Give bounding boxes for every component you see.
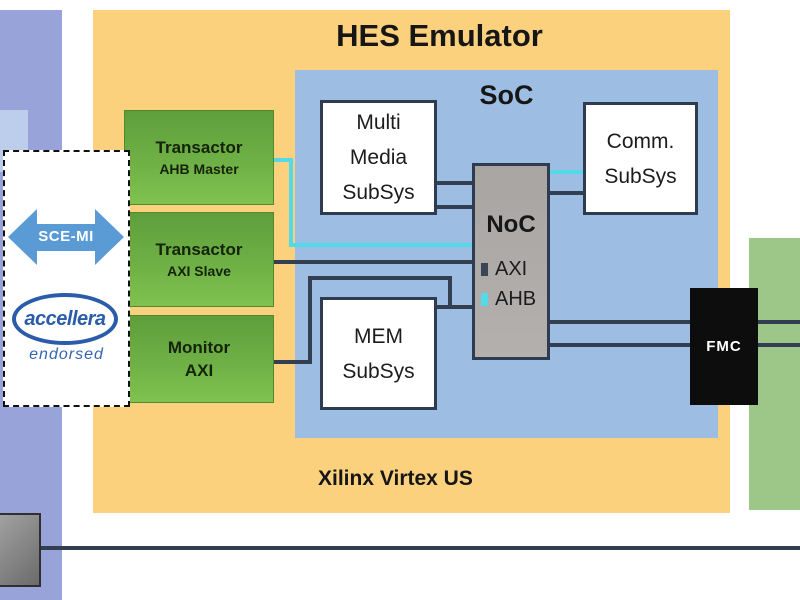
monitor-axi-box: Monitor AXI <box>124 315 274 403</box>
wire-noc-fmc-2 <box>550 343 690 347</box>
axi-marker-icon <box>481 263 488 276</box>
wire-ahb-master-h1 <box>274 158 293 162</box>
mem-subsys-box: MEM SubSys <box>320 297 437 410</box>
fpga-label: Xilinx Virtex US <box>318 467 473 490</box>
emulator-title: HES Emulator <box>336 18 543 53</box>
monitor-axi-line1: Monitor <box>167 337 231 357</box>
wire-mem-noc <box>437 305 472 309</box>
ahb-marker-icon <box>481 293 488 306</box>
wire-multimedia-noc-2 <box>437 205 472 209</box>
wire-multimedia-noc-1 <box>437 181 472 185</box>
host-connector-box <box>0 513 41 587</box>
noc-box: NoC AXI AHB <box>472 163 550 360</box>
wire-monitor-h2 <box>308 276 452 280</box>
noc-legend-ahb: AHB <box>481 288 536 311</box>
accellera-logo-text: accellera <box>24 307 106 330</box>
transactor-axi-slave-line1: Transactor <box>155 240 243 259</box>
mem-line2: SubSys <box>342 359 415 383</box>
multimedia-line1: Multi <box>356 111 401 134</box>
accellera-endorsed-text: endorsed <box>29 346 104 363</box>
transactor-ahb-master-line2: AHB Master <box>159 161 239 177</box>
transactor-ahb-master-box: Transactor AHB Master <box>124 110 274 205</box>
wire-fmc-out-1 <box>758 320 800 324</box>
fmc-label: FMC <box>706 338 742 355</box>
soc-title: SoC <box>479 80 534 110</box>
monitor-axi-line2: AXI <box>184 360 214 380</box>
noc-legend-axi: AXI <box>481 258 527 281</box>
transactor-ahb-master-line1: Transactor <box>155 138 243 157</box>
wire-ahb-master-v <box>289 158 293 247</box>
wire-monitor-v1 <box>308 276 312 364</box>
multimedia-line2: Media <box>349 146 408 169</box>
comm-line1: Comm. <box>606 129 675 153</box>
wire-monitor-h1 <box>274 360 312 364</box>
noc-title: NoC <box>486 211 536 238</box>
transactor-axi-slave-line2: AXI Slave <box>167 263 231 279</box>
scemi-label: SCE-MI <box>38 228 94 245</box>
comm-line2: SubSys <box>604 164 677 188</box>
wire-noc-comm-ahb <box>550 170 583 174</box>
axi-legend-label: AXI <box>495 258 528 280</box>
multimedia-subsys-box: Multi Media SubSys <box>320 100 437 215</box>
wire-noc-fmc-1 <box>550 320 690 324</box>
transactor-axi-slave-box: Transactor AXI Slave <box>124 212 274 307</box>
wire-axi-slave-noc <box>274 260 472 264</box>
wire-bottom-bus <box>38 546 800 550</box>
mem-line1: MEM <box>354 324 403 348</box>
scemi-panel <box>3 150 130 407</box>
wire-monitor-v2 <box>448 276 452 309</box>
ahb-legend-label: AHB <box>495 288 537 310</box>
accellera-logo: accellera <box>12 293 118 345</box>
scemi-arrow-right-icon <box>95 209 124 265</box>
scemi-arrow-left-icon <box>8 209 37 265</box>
scemi-arrow-body <box>36 224 96 251</box>
comm-subsys-box: Comm. SubSys <box>583 102 698 215</box>
fmc-box: FMC <box>690 288 758 405</box>
wire-fmc-out-2 <box>758 343 800 347</box>
wire-ahb-master-h2 <box>289 243 472 247</box>
multimedia-line3: SubSys <box>342 181 415 204</box>
wire-noc-comm-axi <box>550 191 583 195</box>
